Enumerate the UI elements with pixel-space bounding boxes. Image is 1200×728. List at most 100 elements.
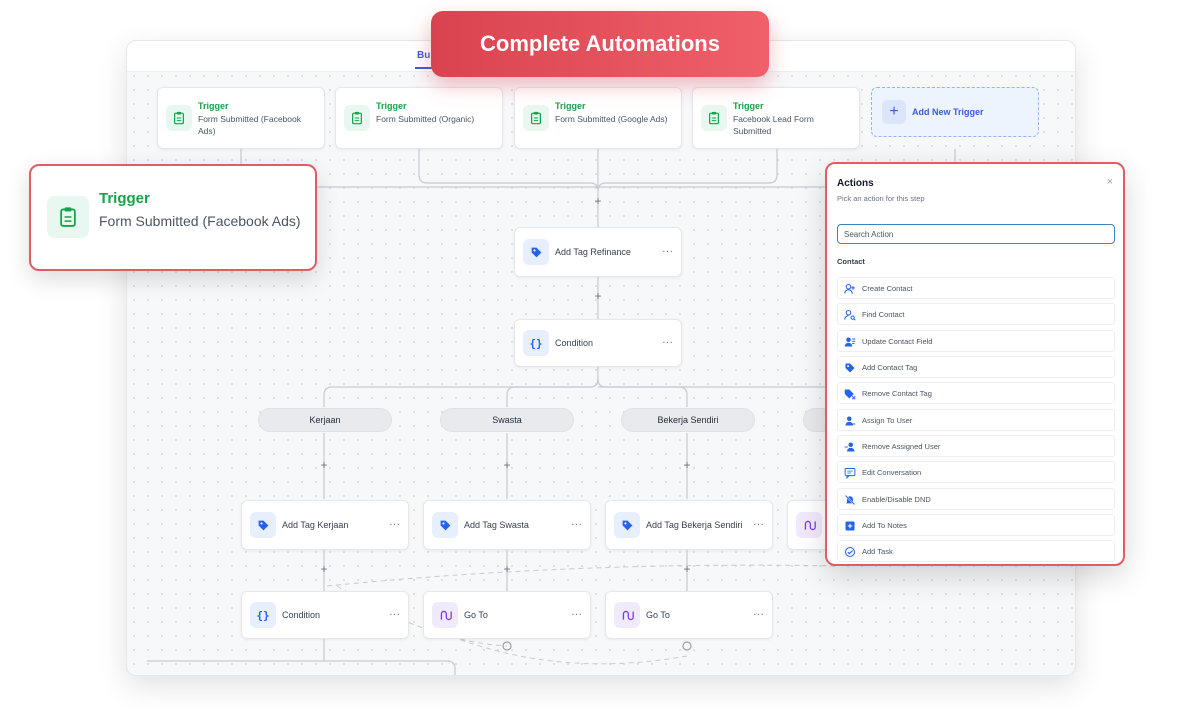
step-label: Go To	[646, 610, 670, 620]
active-tab-indicator	[415, 67, 437, 69]
tag-icon	[843, 361, 857, 375]
tag-icon	[614, 512, 640, 538]
trigger-title: Trigger	[99, 190, 150, 207]
add-step-plus[interactable]: +	[320, 562, 328, 576]
more-options-icon[interactable]: ···	[662, 336, 673, 349]
more-options-icon[interactable]: ···	[753, 608, 764, 621]
action-item-enable-disable-dnd[interactable]: Enable/Disable DND	[837, 488, 1115, 510]
trigger-node-facebook-lead-form[interactable]: Trigger Facebook Lead Form Submitted	[692, 87, 860, 149]
action-item-create-contact[interactable]: Create Contact	[837, 277, 1115, 299]
actions-panel-title: Actions	[837, 178, 874, 189]
add-step-plus[interactable]: +	[683, 458, 691, 472]
action-label: Remove Assigned User	[862, 442, 941, 451]
tag-icon	[432, 512, 458, 538]
add-step-plus[interactable]: +	[683, 562, 691, 576]
chat-edit-icon	[843, 466, 857, 480]
action-label: Add Task	[862, 547, 893, 556]
trigger-title: Trigger	[555, 101, 586, 111]
goto-icon	[796, 512, 822, 538]
actions-panel-subtitle: Pick an action for this step	[837, 194, 925, 203]
braces-icon: {}	[250, 602, 276, 628]
goto-icon	[432, 602, 458, 628]
action-item-add-contact-tag[interactable]: Add Contact Tag	[837, 356, 1115, 378]
workflow-connectors	[147, 149, 956, 675]
step-add-tag-refinance[interactable]: Add Tag Refinance ···	[514, 227, 682, 277]
add-step-plus[interactable]: +	[503, 562, 511, 576]
clipboard-icon	[166, 105, 192, 131]
trigger-subtitle: Facebook Lead Form Submitted	[733, 114, 814, 136]
close-icon[interactable]: ×	[1106, 176, 1113, 188]
add-step-plus[interactable]: +	[594, 289, 602, 303]
step-add-tag-swasta[interactable]: Add Tag Swasta ···	[423, 500, 591, 550]
step-label: Condition	[555, 338, 594, 348]
more-options-icon[interactable]: ···	[389, 608, 400, 621]
step-goto-bekerja-sendiri[interactable]: Go To ···	[605, 591, 773, 639]
trigger-subtitle: Form Submitted (Google Ads)	[555, 114, 668, 124]
more-options-icon[interactable]: ···	[662, 245, 673, 258]
action-item-add-to-notes[interactable]: Add To Notes	[837, 514, 1115, 536]
add-step-plus[interactable]: +	[320, 458, 328, 472]
highlighted-trigger-card: Trigger Form Submitted (Facebook Ads)	[29, 164, 317, 271]
tag-remove-icon	[843, 387, 857, 401]
clipboard-icon	[523, 105, 549, 131]
more-options-icon[interactable]: ···	[389, 518, 400, 531]
tag-icon	[523, 239, 549, 265]
action-label: Create Contact	[862, 284, 913, 293]
action-label: Find Contact	[862, 310, 905, 319]
trigger-subtitle: Form Submitted (Facebook Ads)	[99, 213, 301, 229]
action-label: Update Contact Field	[862, 337, 933, 346]
trigger-subtitle: Form Submitted (Organic)	[376, 114, 475, 124]
action-item-edit-conversation[interactable]: Edit Conversation	[837, 461, 1115, 483]
step-goto-swasta[interactable]: Go To ···	[423, 591, 591, 639]
plus-icon: +	[882, 100, 906, 124]
clipboard-icon	[701, 105, 727, 131]
branch-pill-swasta[interactable]: Swasta	[440, 408, 574, 432]
action-item-remove-contact-tag[interactable]: Remove Contact Tag	[837, 382, 1115, 404]
step-add-tag-bekerja-sendiri[interactable]: Add Tag Bekerja Sendiri ···	[605, 500, 773, 550]
clipboard-icon	[47, 196, 89, 238]
action-label: Assign To User	[862, 416, 913, 425]
task-check-icon	[843, 545, 857, 559]
action-item-add-task[interactable]: Add Task	[837, 540, 1115, 562]
user-assign-icon	[843, 414, 857, 428]
trigger-title: Trigger	[376, 101, 407, 111]
actions-panel: Actions Pick an action for this step × C…	[825, 162, 1125, 566]
trigger-node-google-ads[interactable]: Trigger Form Submitted (Google Ads)	[514, 87, 682, 149]
tag-icon	[250, 512, 276, 538]
tab-builder[interactable]: Bui	[417, 50, 434, 61]
action-item-assign-to-user[interactable]: Assign To User	[837, 409, 1115, 431]
step-condition-main[interactable]: {} Condition ···	[514, 319, 682, 367]
action-label: Add Contact Tag	[862, 363, 918, 372]
person-search-icon	[843, 308, 857, 322]
branch-pill-kerjaan[interactable]: Kerjaan	[258, 408, 392, 432]
trigger-subtitle: Form Submitted (Facebook Ads)	[198, 114, 301, 136]
add-step-plus[interactable]: +	[594, 194, 602, 208]
user-remove-icon	[843, 440, 857, 454]
add-step-plus[interactable]: +	[503, 458, 511, 472]
step-condition-kerjaan[interactable]: {} Condition ···	[241, 591, 409, 639]
person-add-icon	[843, 282, 857, 296]
person-edit-icon	[843, 335, 857, 349]
action-label: Remove Contact Tag	[862, 389, 932, 398]
trigger-title: Trigger	[733, 101, 764, 111]
more-options-icon[interactable]: ···	[753, 518, 764, 531]
trigger-node-organic[interactable]: Trigger Form Submitted (Organic)	[335, 87, 503, 149]
trigger-node-facebook-ads[interactable]: Trigger Form Submitted (Facebook Ads)	[157, 87, 325, 149]
clipboard-icon	[344, 105, 370, 131]
step-label: Add Tag Kerjaan	[282, 520, 349, 530]
action-item-remove-assigned-user[interactable]: Remove Assigned User	[837, 435, 1115, 457]
add-new-trigger-label: Add New Trigger	[912, 107, 984, 117]
step-label: Condition	[282, 610, 321, 620]
action-item-update-contact-field[interactable]: Update Contact Field	[837, 330, 1115, 352]
action-item-find-contact[interactable]: Find Contact	[837, 303, 1115, 325]
more-options-icon[interactable]: ···	[571, 608, 582, 621]
step-add-tag-kerjaan[interactable]: Add Tag Kerjaan ···	[241, 500, 409, 550]
step-label: Add Tag Swasta	[464, 520, 529, 530]
search-action-input[interactable]	[837, 224, 1115, 244]
note-icon	[843, 519, 857, 533]
branch-pill-bekerja-sendiri[interactable]: Bekerja Sendiri	[621, 408, 755, 432]
add-new-trigger-button[interactable]: + Add New Trigger	[871, 87, 1039, 137]
goto-icon	[614, 602, 640, 628]
step-label: Add Tag Refinance	[555, 247, 631, 257]
more-options-icon[interactable]: ···	[571, 518, 582, 531]
